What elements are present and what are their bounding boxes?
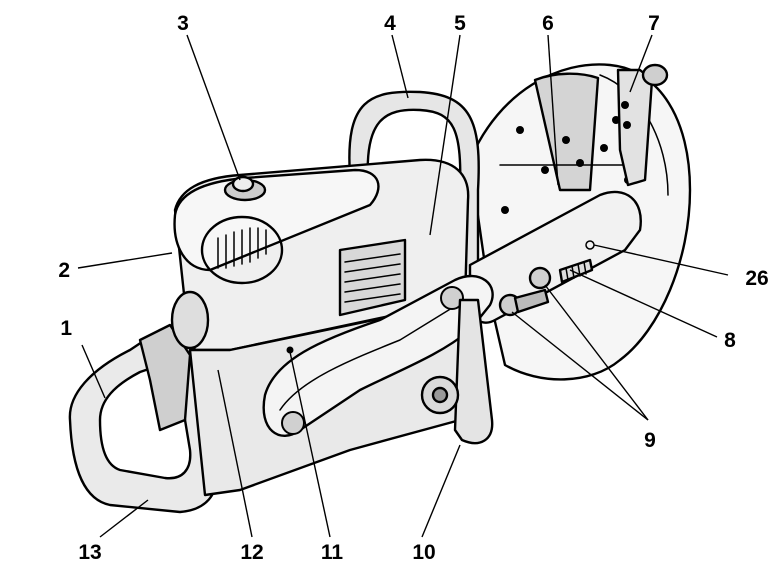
clutch-cover [420, 375, 460, 415]
callout-7: 7 [648, 12, 660, 35]
callout-4: 4 [384, 12, 396, 35]
choke-knob [223, 175, 267, 202]
callout-9: 9 [644, 429, 656, 452]
front-handle-lower [453, 298, 494, 445]
callout-13: 13 [78, 541, 101, 564]
callout-1: 1 [60, 317, 72, 340]
callout-10: 10 [412, 541, 435, 564]
leader-lines [77, 34, 729, 538]
guard-bolts [501, 116, 632, 214]
decomp-hole [286, 346, 294, 354]
rear-handle [68, 290, 218, 514]
callout-2: 2 [58, 259, 70, 282]
callout-6: 6 [542, 12, 554, 35]
callout-11: 11 [321, 541, 344, 564]
tension-screws [498, 266, 552, 317]
callout-numbers: 1 2 3 4 5 6 7 8 9 10 11 12 13 26 [58, 12, 768, 564]
guard-adjust-handle [616, 63, 669, 187]
engine-housing [173, 158, 470, 352]
callout-12: 12 [240, 541, 263, 564]
callout-3: 3 [177, 12, 189, 35]
air-vent [217, 227, 267, 269]
callout-26: 26 [745, 267, 768, 290]
callout-5: 5 [454, 12, 466, 35]
callout-8: 8 [724, 329, 736, 352]
